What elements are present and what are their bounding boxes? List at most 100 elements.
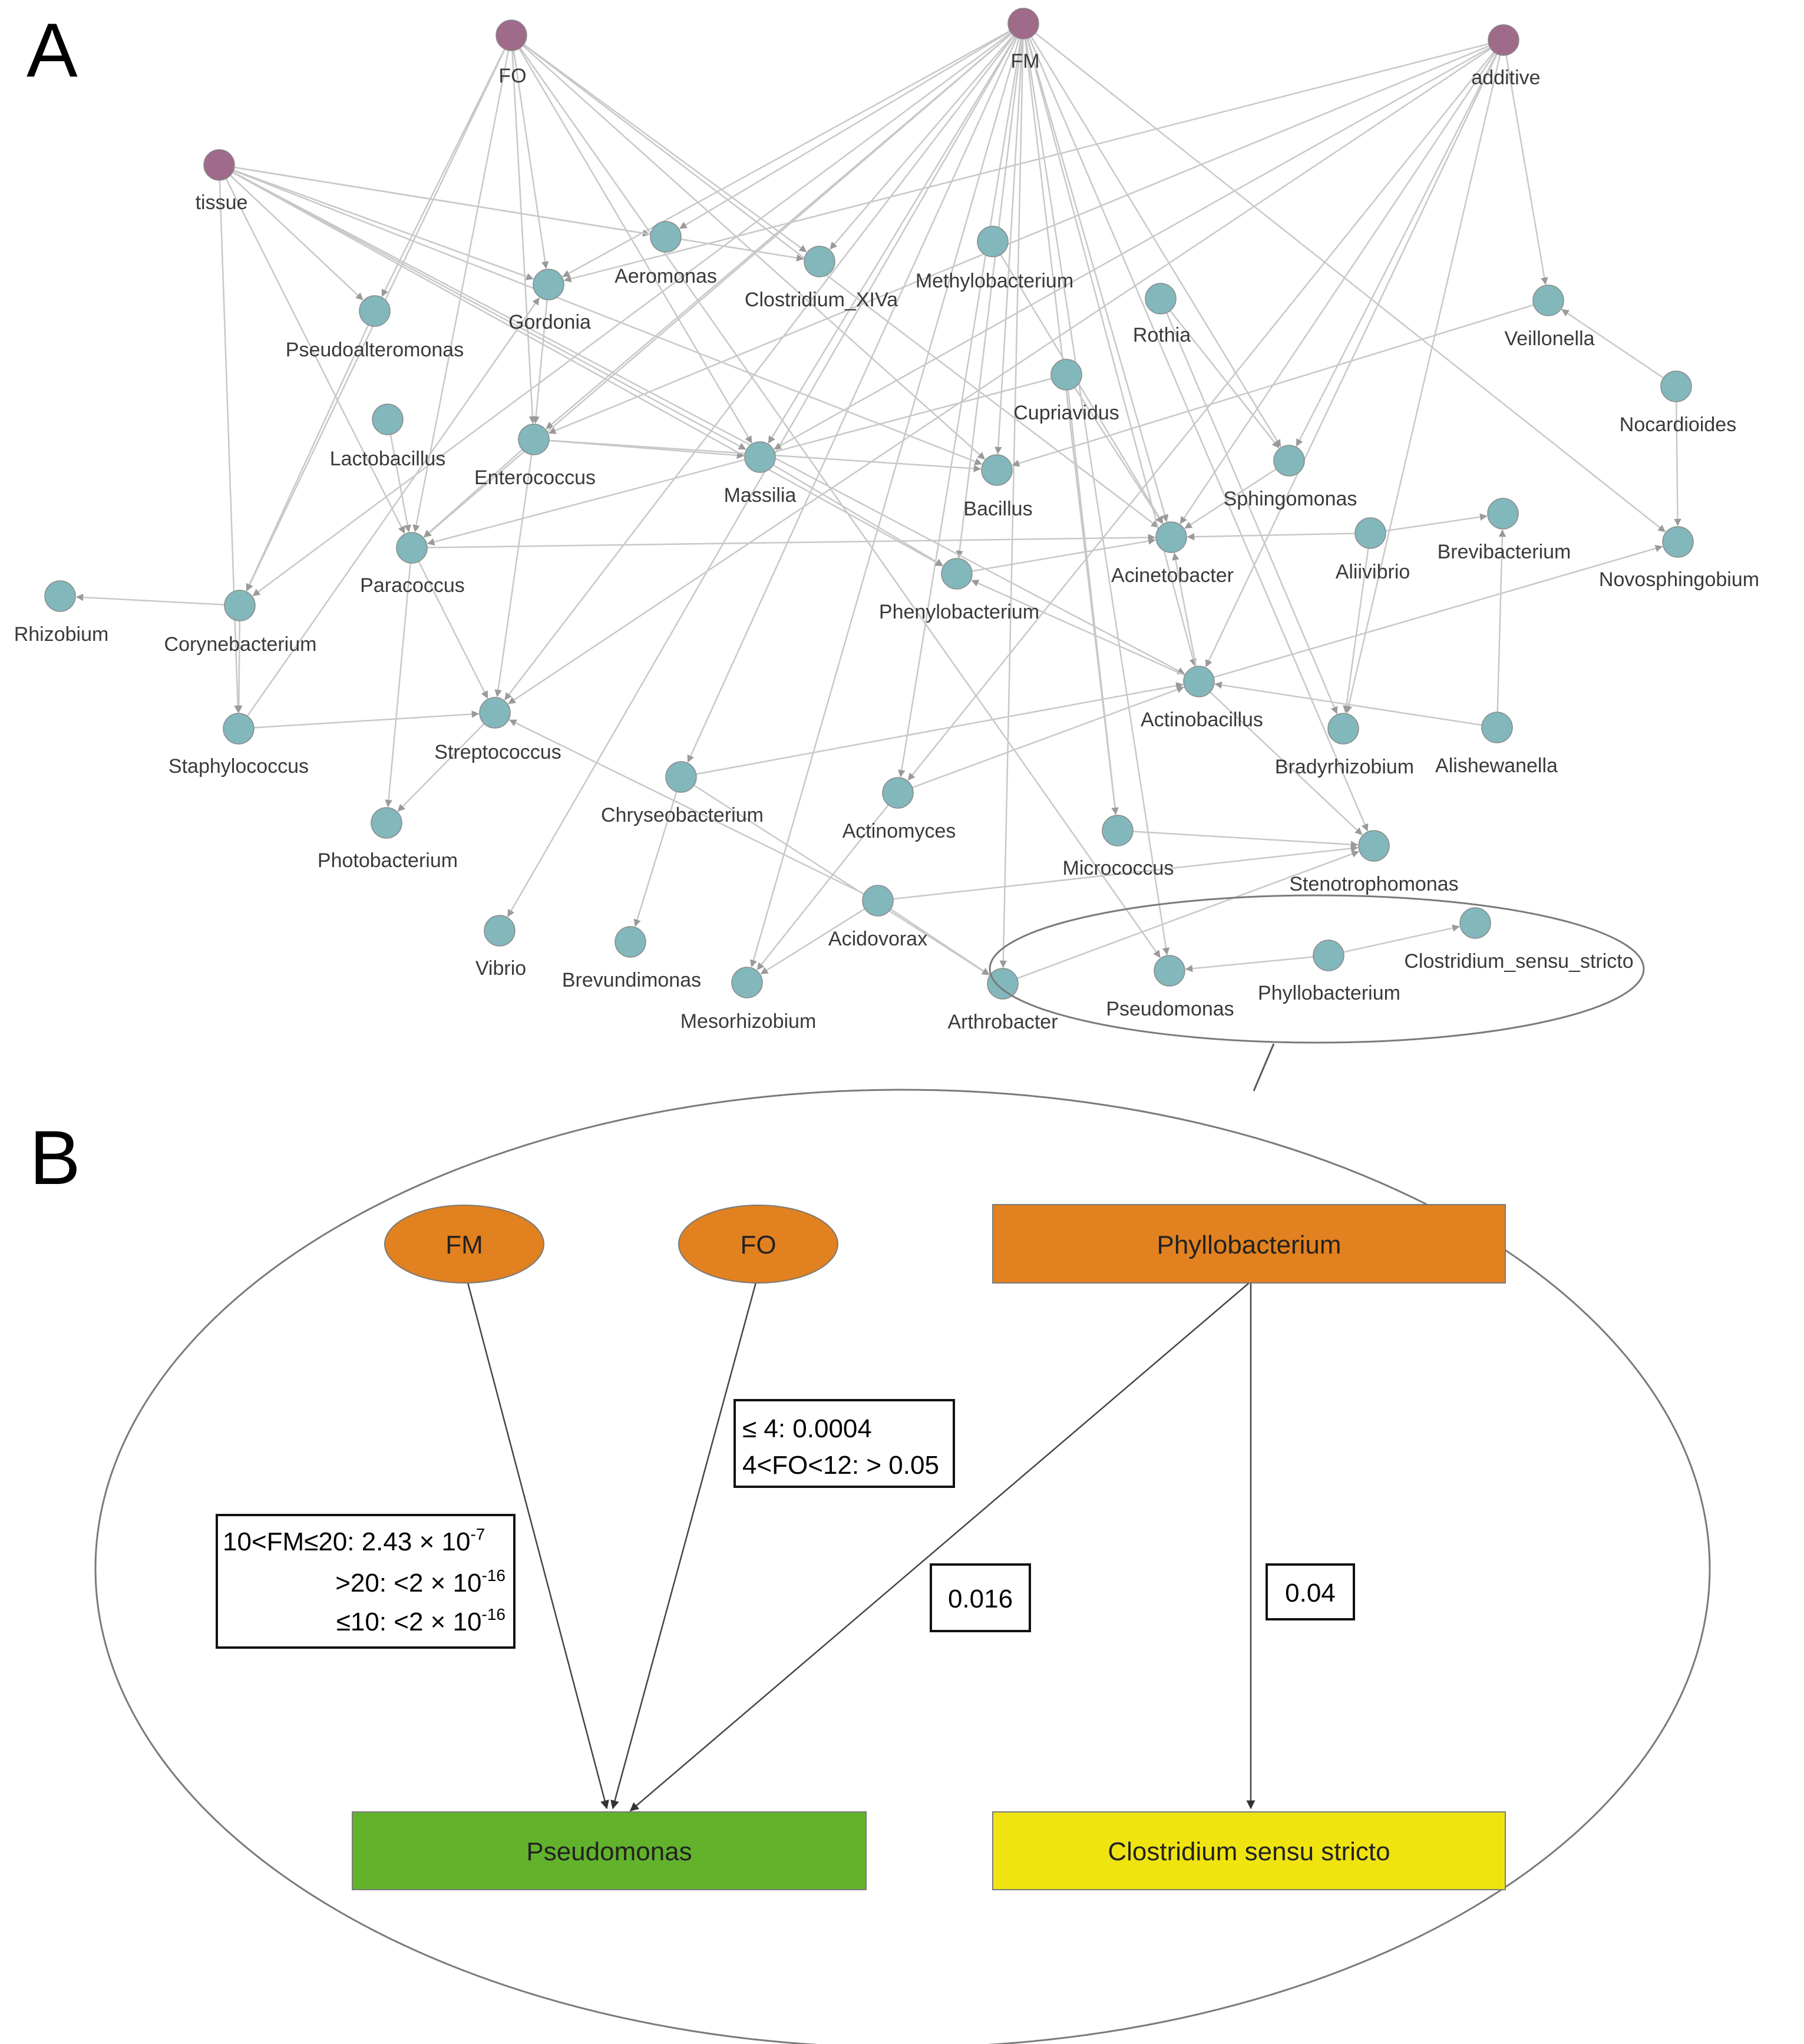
fm-stat-line-2: >20: <2 × 10-16 [335, 1566, 505, 1598]
edge-acidovorax-to-mesorhizobium [760, 908, 865, 975]
network-node-veillonella: Veillonella [1504, 285, 1595, 350]
network-node-alishewanella: Alishewanella [1435, 712, 1558, 777]
fo-ellipse [678, 1205, 838, 1284]
node-circle [1313, 940, 1344, 971]
node-label: Micrococcus [1063, 857, 1174, 879]
node-label: Phyllobacterium [1258, 982, 1400, 1004]
pseudomonas-label: Pseudomonas [526, 1837, 692, 1866]
network-node-cupriavidus: Cupriavidus [1013, 359, 1119, 424]
edge-fm-to-bacillus [994, 38, 1023, 455]
network-node-bacillus: Bacillus [963, 454, 1033, 520]
node-label: Pseudoalteromonas [286, 339, 464, 361]
edge-additive-to-bradyrhizobium [1344, 55, 1501, 713]
node-label: Corynebacterium [164, 633, 317, 656]
network-node-corynebacterium: Corynebacterium [164, 590, 317, 656]
edge-rothia-to-sphingomonas [1169, 310, 1280, 449]
network-node-phenylobacterium: Phenylobacterium [879, 558, 1039, 623]
node-label: Stenotrophomonas [1289, 873, 1458, 895]
network-node-vibrio: Vibrio [475, 915, 526, 980]
edge-phenylobacterium-to-acinetobacter [972, 537, 1156, 572]
network-node-tissue: tissue [196, 149, 248, 214]
network-node-additive: additive [1471, 24, 1541, 89]
subnetwork-highlight-ellipse [989, 894, 1645, 1044]
node-label: Enterococcus [474, 467, 596, 489]
edge-paracoccus-to-photobacterium [385, 563, 411, 808]
edge-massilia-to-phenylobacterium [772, 464, 943, 566]
edge-tissue-to-massilia [232, 171, 746, 450]
node-label: Clostridium_sensu_stricto [1404, 950, 1633, 973]
pseudomonas-box [352, 1811, 867, 1890]
node-label: Streptococcus [434, 741, 561, 763]
node-circle [203, 149, 235, 181]
node-label: Actinobacillus [1141, 709, 1263, 731]
node-label: Pseudomonas [1106, 998, 1234, 1020]
edge-chryseobacterium-to-arthrobacter [693, 785, 990, 975]
network-node-micrococcus: Micrococcus [1063, 815, 1174, 879]
node-circle [650, 221, 682, 253]
edge-streptococcus-to-photobacterium [397, 723, 485, 812]
edge-fm-to-sphingomonas [1030, 36, 1281, 448]
node-circle [1102, 815, 1134, 846]
phyllo-pseudomonas-stat-frame [930, 1563, 1031, 1632]
network-node-stenotrophomonas: Stenotrophomonas [1289, 830, 1459, 895]
node-label: Staphylococcus [168, 755, 309, 778]
node-circle [665, 761, 697, 793]
node-circle [862, 885, 894, 917]
clostridium-label: Clostridium sensu stricto [1108, 1837, 1390, 1866]
node-circle [977, 226, 1009, 257]
node-label: tissue [196, 191, 248, 214]
fo-stat-box: ≤ 4: 0.0004 4<FO<12: > 0.05 [734, 1399, 955, 1488]
node-circle [1050, 359, 1082, 391]
edge-tissue-to-paracoccus [225, 178, 405, 534]
detail-node-pseudomonas: Pseudomonas [352, 1811, 867, 1890]
edge-actinobacillus-to-phenylobacterium [971, 580, 1185, 676]
network-node-mesorhizobium: Mesorhizobium [680, 967, 816, 1033]
node-circle [359, 295, 391, 327]
node-circle [1155, 521, 1187, 553]
edge-additive-to-massilia [774, 47, 1491, 450]
network-node-photobacterium: Photobacterium [318, 807, 458, 872]
edge-fm-to-vibrio [507, 36, 1017, 917]
node-label: Aliivibrio [1336, 561, 1410, 583]
node-label: additive [1471, 67, 1540, 89]
node-label: Rhizobium [14, 623, 109, 646]
edge-actinomyces-to-actinobacillus [911, 686, 1184, 789]
node-circle [484, 915, 516, 947]
network-node-rhizobium: Rhizobium [14, 580, 109, 646]
node-circle [987, 968, 1019, 1000]
node-label: Bacillus [963, 498, 1032, 520]
edge-fo-to-acinetobacter [523, 44, 1159, 528]
node-circle [1459, 907, 1491, 939]
edge-fm-to-streptococcus [504, 35, 1015, 700]
node-label: Gordonia [508, 311, 591, 333]
fo-stat-frame [734, 1399, 955, 1488]
node-label: Massilia [724, 484, 797, 507]
edge-acidovorax-to-arthrobacter [890, 908, 990, 975]
fm-stat-box: 10<FM≤20: 2.43 × 10-7 >20: <2 × 10-16 ≤1… [216, 1514, 516, 1649]
node-circle [518, 424, 550, 455]
network-node-bradyrhizobium: Bradyrhizobium [1275, 713, 1414, 778]
edge-enterococcus-to-streptococcus [494, 454, 533, 697]
edge-fo-pseudomonas [610, 1278, 758, 1810]
node-label: Alishewanella [1435, 755, 1558, 777]
edge-lactobacillus-to-paracoccus [389, 434, 411, 533]
network-node-aliivibrio: Aliivibrio [1336, 517, 1410, 583]
edge-fo-to-gordonia [513, 50, 549, 269]
node-label: Clostridium_XIVa [745, 289, 898, 311]
fm-stat-frame [216, 1514, 516, 1649]
network-node-clostridium-sensu-stricto: Clostridium_sensu_stricto [1404, 907, 1634, 973]
node-label: Actinomyces [842, 820, 956, 842]
node-label: Acinetobacter [1111, 564, 1234, 587]
network-node-acidovorax: Acidovorax [828, 885, 927, 950]
edge-staphylococcus-to-streptococcus [253, 710, 480, 729]
network-node-fo: FO [495, 19, 527, 87]
edge-aliivibrio-to-acinetobacter [1187, 533, 1356, 541]
edge-nocardioides-to-novosphingobium [1674, 401, 1681, 527]
network-node-fm: FM [1007, 8, 1040, 72]
network-node-sphingomonas: Sphingomonas [1224, 445, 1357, 510]
detail-node-clostridium: Clostridium sensu stricto [992, 1811, 1506, 1890]
edge-enterococcus-to-paracoccus [423, 449, 523, 538]
edge-fo-to-enterococcus [511, 50, 537, 424]
network-node-massilia: Massilia [724, 441, 797, 507]
edge-acidovorax-to-stenotrophomonas [893, 845, 1359, 900]
